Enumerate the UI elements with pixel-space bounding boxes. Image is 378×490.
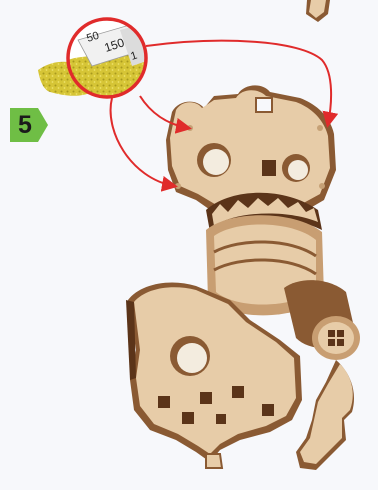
wooden-assembly: [126, 85, 360, 470]
arrow-to-lower-left-hole: [111, 98, 174, 186]
top-part-fragment: [306, 0, 330, 22]
sandpaper-callout: 50 150 1: [64, 18, 150, 110]
